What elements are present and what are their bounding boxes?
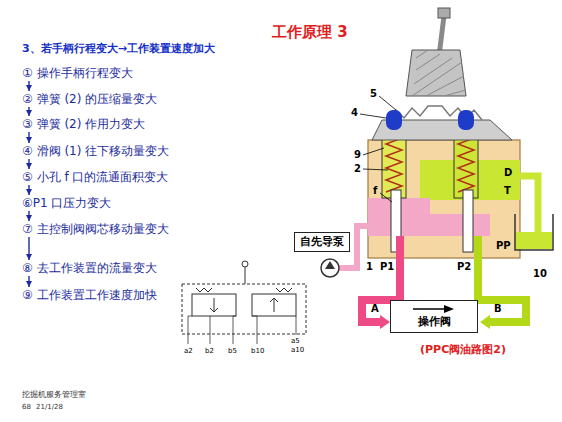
handle-block (406, 50, 466, 96)
pin-name: b5 (228, 347, 237, 355)
step-label: ⑧ 去工作装置的流量变大 (22, 261, 157, 275)
schematic-handle (242, 261, 248, 267)
step-label: ⑥P1 口压力变大 (22, 196, 111, 210)
step-text: ④ 滑阀 (1) 往下移动量变大 (22, 144, 169, 158)
port-name: P1 (380, 261, 394, 273)
box-label: 自先导泵 (300, 235, 344, 249)
subtitle: 3、若手柄行程变大→工作装置速度加大 (22, 43, 215, 56)
step-label: ⑨ 工作装置工作速度加快 (22, 288, 157, 302)
flow-arrow (28, 211, 29, 221)
step-text: ⑥P1 口压力变大 (22, 196, 111, 210)
flow-arrow (28, 132, 29, 143)
leader-line (379, 96, 396, 110)
pipe-arrowhead (480, 315, 490, 329)
step-label: ② 弹簧 (2) 的压缩量变大 (22, 92, 157, 106)
step-text: ② 弹簧 (2) 的压缩量变大 (22, 92, 157, 106)
tank-oil (516, 232, 552, 249)
flow-direction-arrow (391, 301, 476, 315)
arrow-head (444, 305, 454, 313)
lever-knob (438, 8, 450, 18)
port-name: D (504, 167, 512, 179)
schematic-handle (245, 267, 246, 284)
spool (463, 190, 473, 252)
port-name: A (371, 303, 379, 315)
leader-line (363, 169, 388, 170)
step-label: ③ 弹簧 (2) 作用力变大 (22, 117, 145, 131)
step-label: ④ 滑阀 (1) 往下移动量变大 (22, 144, 169, 158)
pump-symbol (321, 259, 339, 277)
step-text: ③ 弹簧 (2) 作用力变大 (22, 117, 145, 131)
schematic-spring (196, 288, 212, 292)
callout-number: 10 (533, 268, 547, 280)
step-text: ⑦ 主控制阀阀芯移动量变大 (22, 222, 169, 236)
pin-name: a2 (184, 347, 193, 355)
handle-hatch (412, 50, 466, 96)
step-text: ⑧ 去工作装置的流量变大 (22, 261, 157, 275)
callout-number: 4 (351, 107, 358, 119)
schematic-wire (188, 316, 296, 317)
pump-label-box: 自先导泵 (294, 232, 350, 252)
arrow-shaft (413, 308, 446, 310)
schematic-arrow (210, 298, 278, 312)
flow-arrow (28, 81, 29, 91)
pin-name: a5 (291, 337, 300, 345)
flow-arrow (28, 159, 29, 169)
return-pipe (478, 236, 526, 322)
flow-arrow (28, 237, 29, 260)
pin-name: b10 (251, 347, 264, 355)
leader-line (363, 148, 384, 155)
pump-triangle (325, 261, 335, 269)
footer-date: 21/1/28 (36, 403, 63, 411)
leader-line (360, 114, 386, 118)
schematic-spring (276, 288, 292, 292)
control-valve-box: 操作阀 (390, 300, 478, 333)
step-text: ⑨ 工作装置工作速度加快 (22, 288, 157, 302)
callout-number: 2 (354, 163, 361, 175)
footer-text: 挖掘机服务管理室 (22, 390, 86, 399)
step-label: ⑦ 主控制阀阀芯移动量变大 (22, 222, 169, 236)
step-text: ① 操作手柄行程变大 (22, 66, 133, 80)
leader-line (380, 193, 392, 202)
pipe-arrowhead (380, 315, 390, 329)
step-label: ① 操作手柄行程变大 (22, 66, 133, 80)
callout-letter: f (373, 185, 377, 197)
spring (386, 132, 402, 192)
piston-cap (458, 110, 474, 130)
piston-cap (386, 110, 402, 130)
flow-arrow (28, 276, 29, 287)
port-name: P2 (457, 261, 471, 273)
callout-number: 1 (366, 261, 373, 273)
step-text: ⑤ 小孔 f 口的流通面积变大 (22, 170, 168, 184)
page-number: 68 (22, 403, 31, 411)
port-name: B (494, 303, 502, 315)
port-name: PP (496, 240, 511, 252)
schematic-frame (182, 284, 306, 334)
pin-name: a10 (291, 346, 304, 354)
tank-line (520, 176, 538, 236)
figure-caption: (PPC阀油路图2) (420, 344, 506, 357)
flow-arrow (28, 185, 29, 195)
box-label: 操作阀 (418, 315, 451, 329)
schematic-wire (188, 316, 296, 344)
step-label: ⑤ 小孔 f 口的流通面积变大 (22, 170, 168, 184)
port-name: T (504, 185, 511, 197)
callout-number: 9 (354, 149, 361, 161)
callout-number: 5 (370, 88, 377, 100)
page-title: 工作原理 3 (272, 24, 348, 41)
pin-name: b2 (205, 347, 214, 355)
spring (458, 132, 474, 192)
tank (515, 214, 553, 250)
flow-arrow (28, 107, 29, 116)
